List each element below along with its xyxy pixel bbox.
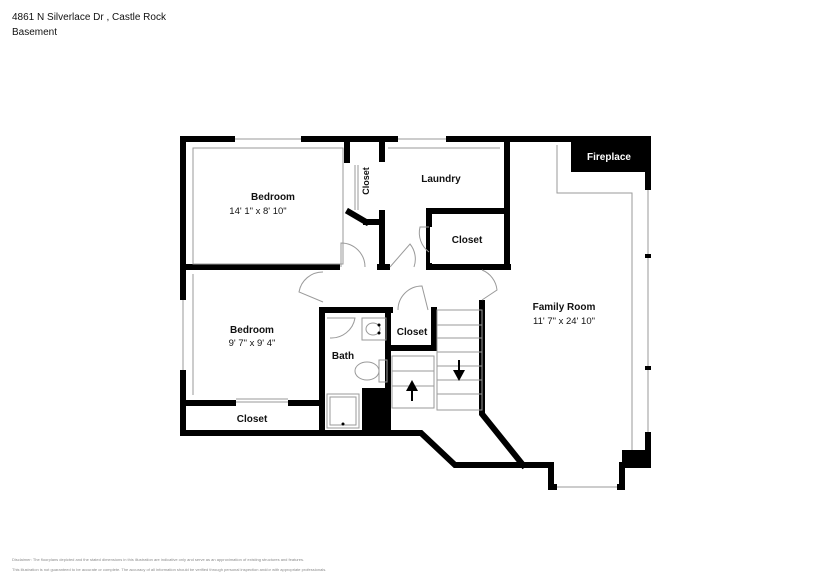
disclaimer-line-2: This illustration is not guaranteed to b… bbox=[12, 567, 327, 572]
closet-vertical-label: Closet bbox=[361, 167, 371, 195]
bath-closet-label: Closet bbox=[397, 327, 428, 338]
sink-fixtures bbox=[341, 323, 381, 426]
room-labels: Bedroom 14' 1" x 8' 10" Closet Laundry C… bbox=[229, 152, 632, 425]
family-room-name: Family Room bbox=[533, 302, 596, 313]
stair-up-arrow bbox=[406, 380, 418, 401]
bedroom1-name: Bedroom bbox=[251, 192, 295, 203]
property-address: 4861 N Silverlace Dr , Castle Rock bbox=[12, 12, 166, 23]
wall bbox=[479, 293, 528, 470]
bath-label: Bath bbox=[332, 351, 354, 362]
bedroom2-name: Bedroom bbox=[230, 325, 274, 336]
bedroom1-dims: 14' 1" x 8' 10" bbox=[229, 206, 286, 217]
fixture-lines bbox=[182, 138, 649, 488]
floor-level-label: Basement bbox=[12, 27, 58, 38]
disclaimer-line-1: Disclaimer: The floorplans depicted and … bbox=[12, 557, 305, 562]
bottom-closet-label: Closet bbox=[237, 414, 268, 425]
family-room-dims: 11' 7" x 24' 10" bbox=[533, 316, 595, 327]
openings bbox=[180, 136, 652, 491]
stair-down-arrow bbox=[453, 360, 465, 381]
laundry-closet-label: Closet bbox=[452, 235, 483, 246]
bedroom2-dims: 9' 7" x 9' 4" bbox=[229, 338, 276, 349]
corner-block bbox=[622, 450, 648, 468]
fireplace-block bbox=[571, 140, 648, 172]
laundry-label: Laundry bbox=[421, 174, 461, 185]
fireplace-label: Fireplace bbox=[587, 152, 631, 163]
stair-wall-block bbox=[362, 388, 390, 433]
